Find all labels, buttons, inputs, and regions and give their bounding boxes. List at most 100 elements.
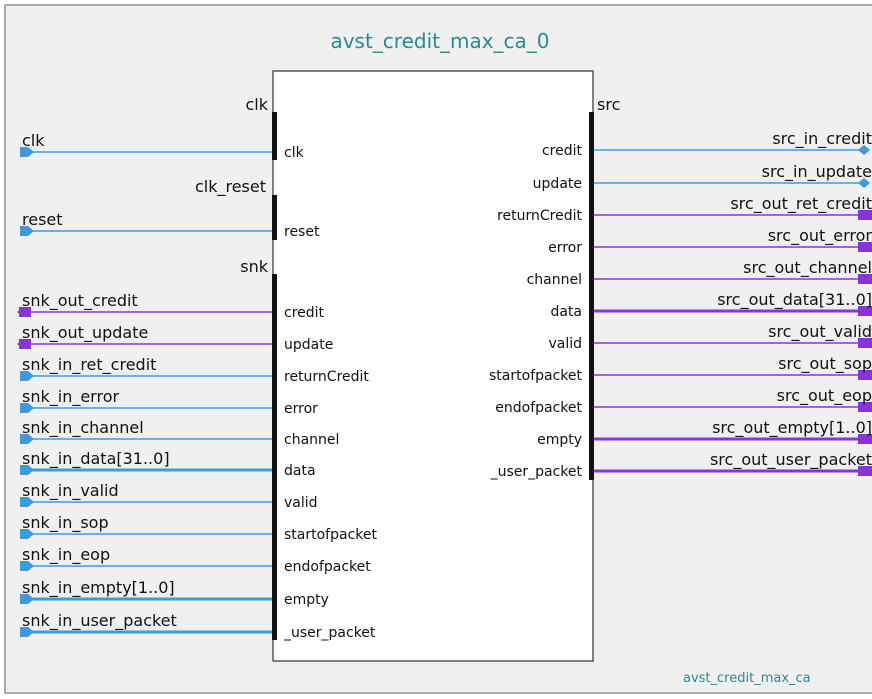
left-port-startofpacket[interactable]: snk_in_sop startofpacket — [20, 513, 377, 543]
component-title: avst_credit_max_ca_0 — [330, 29, 549, 53]
left-port-returncredit[interactable]: snk_in_ret_credit returnCredit — [20, 355, 369, 385]
signal-label-reset: reset — [22, 210, 63, 229]
output-terminal-icon — [858, 370, 872, 380]
port-label-clk: clk — [284, 145, 305, 161]
port-label-startofpacket: startofpacket — [284, 527, 377, 543]
output-arrow-icon — [17, 339, 23, 349]
signal-label-src-out-user-packet: src_out_user_packet — [710, 450, 872, 470]
signal-label-snk-in-ret-credit: snk_in_ret_credit — [22, 355, 156, 375]
signal-label-snk-in-empty: snk_in_empty[1..0] — [22, 578, 175, 598]
port-label-credit: credit — [542, 143, 583, 159]
port-label-error: error — [284, 401, 318, 417]
clk-reset-interface-label: clk_reset — [195, 177, 266, 197]
signal-label-snk-in-error: snk_in_error — [22, 387, 119, 407]
port-label-user-packet: _user_packet — [490, 464, 583, 480]
left-port-data[interactable]: snk_in_data[31..0]data — [20, 449, 316, 479]
signal-label-snk-out-update: snk_out_update — [22, 323, 148, 343]
signal-label-snk-in-user-packet: snk_in_user_packet — [22, 611, 177, 631]
output-terminal-icon — [858, 306, 872, 316]
port-label-returncredit: returnCredit — [284, 369, 369, 385]
port-label-error: error — [548, 240, 582, 256]
output-terminal-icon — [858, 242, 872, 252]
input-arrow-icon — [20, 529, 34, 539]
left-signal-wires: clkclkresetresetsnk_out_creditcreditsnk_… — [17, 131, 377, 641]
port-label-valid: valid — [284, 495, 318, 511]
right-port-endofpacket[interactable]: src_out_eop endofpacket — [495, 386, 872, 416]
port-label-endofpacket: endofpacket — [284, 559, 371, 575]
output-terminal-icon — [858, 402, 872, 412]
port-label-returncredit: returnCredit — [497, 208, 582, 224]
input-arrow-icon — [20, 403, 34, 413]
signal-label-src-out-sop: src_out_sop — [778, 354, 872, 374]
reset-interface-bar — [272, 195, 277, 240]
left-port-user-packet[interactable]: snk_in_user_packet _user_packet — [20, 611, 376, 641]
output-terminal-icon — [19, 307, 31, 317]
signal-label-src-out-error: src_out_error — [768, 226, 872, 246]
input-arrow-icon — [20, 594, 34, 604]
signal-label-snk-out-credit: snk_out_credit — [22, 291, 138, 311]
output-terminal-icon — [858, 466, 872, 476]
snk-interface-label: snk — [240, 257, 268, 276]
input-arrow-icon — [20, 497, 34, 507]
signal-label-src-in-credit: src_in_credit — [772, 129, 872, 149]
port-label-empty: empty — [284, 592, 329, 608]
right-signal-wires: src_in_creditcreditsrc_in_updateupdatesr… — [489, 129, 872, 480]
input-arrow-icon — [20, 627, 34, 637]
right-port-user-packet[interactable]: src_out_user_packet _user_packet — [490, 450, 872, 480]
input-arrow-icon — [20, 434, 34, 444]
signal-label-snk-in-valid: snk_in_valid — [22, 481, 119, 501]
port-label-channel: channel — [527, 272, 582, 288]
signal-label-src-out-eop: src_out_eop — [777, 386, 872, 406]
clk-interface-bar — [272, 112, 277, 160]
input-arrow-icon — [20, 371, 34, 381]
signal-label-src-out-valid: src_out_valid — [768, 322, 872, 342]
left-port-empty[interactable]: snk_in_empty[1..0]empty — [20, 578, 329, 608]
src-interface-label: src — [597, 95, 620, 114]
right-port-empty[interactable]: src_out_empty[1..0]empty — [537, 418, 872, 448]
signal-label-src-in-update: src_in_update — [762, 162, 872, 182]
port-label-update: update — [533, 176, 582, 192]
signal-label-src-out-channel: src_out_channel — [743, 258, 872, 278]
input-arrow-icon — [20, 147, 34, 157]
output-terminal-icon — [858, 274, 872, 284]
port-label-update: update — [284, 337, 333, 353]
signal-label-snk-in-sop: snk_in_sop — [22, 513, 109, 533]
output-terminal-icon — [19, 339, 31, 349]
output-terminal-icon — [858, 434, 872, 444]
signal-label-src-out-empty: src_out_empty[1..0] — [712, 418, 872, 438]
input-diamond-icon — [858, 145, 870, 155]
port-label-channel: channel — [284, 432, 339, 448]
signal-label-snk-in-channel: snk_in_channel — [22, 418, 144, 438]
right-port-data[interactable]: src_out_data[31..0]data — [550, 290, 872, 320]
clk-interface-label: clk — [245, 95, 268, 114]
port-label-reset: reset — [284, 224, 320, 240]
port-label-user-packet: _user_packet — [283, 625, 376, 641]
port-label-credit: credit — [284, 305, 325, 321]
module-block[interactable] — [272, 70, 594, 662]
input-arrow-icon — [20, 561, 34, 571]
input-arrow-icon — [20, 465, 34, 475]
src-interface-bar — [589, 112, 594, 480]
port-label-empty: empty — [537, 432, 582, 448]
input-arrow-icon — [20, 226, 34, 236]
signal-label-src-out-data: src_out_data[31..0] — [717, 290, 872, 310]
instance-label: avst_credit_max_ca — [683, 671, 811, 686]
left-port-reset[interactable]: reset reset — [20, 210, 320, 240]
port-label-endofpacket: endofpacket — [495, 400, 582, 416]
input-diamond-icon — [858, 178, 870, 188]
